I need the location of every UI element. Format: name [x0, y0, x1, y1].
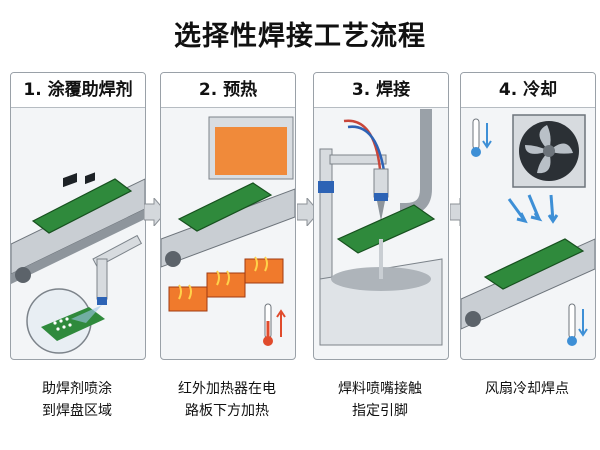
thermometer-icon — [471, 118, 492, 157]
solder-illustration — [318, 109, 443, 346]
step-label: 1. 涂覆助焊剂 — [11, 73, 145, 108]
step-label: 4. 冷却 — [461, 73, 595, 108]
fan-icon — [512, 114, 586, 188]
step-panel-cool: 4. 冷却 — [460, 72, 596, 360]
step-panel-preheat: 2. 预热 — [160, 72, 296, 360]
airflow-arrows — [507, 194, 559, 224]
pcb-board — [336, 204, 436, 254]
step-caption-solder: 焊料喷嘴接触 指定引脚 — [338, 381, 422, 419]
step-label: 2. 预热 — [161, 73, 295, 108]
preheat-illustration — [161, 116, 295, 346]
step-panel-solder: 3. 焊接 — [313, 72, 449, 360]
roller-icon — [15, 267, 31, 283]
thermometer-cool-icon — [567, 303, 588, 346]
solder-nozzle — [373, 168, 389, 198]
step-caption-preheat: 红外加热器在电 路板下方加热 — [178, 381, 276, 419]
thermometer-hot-icon — [263, 303, 286, 346]
step-label: 3. 焊接 — [314, 73, 448, 108]
roller-icon — [165, 251, 181, 267]
step-caption-flux: 助焊剂喷涂 到焊盘区域 — [42, 381, 112, 419]
ir-heater — [168, 256, 284, 312]
diagram-title: 选择性焊接工艺流程 — [174, 21, 426, 52]
step-caption-cool: 风扇冷却焊点 — [485, 381, 569, 397]
cooling-illustration — [461, 114, 595, 346]
oven-glow — [215, 127, 287, 175]
flux-illustration — [11, 172, 145, 354]
step-panel-flux: 1. 涂覆助焊剂 — [10, 72, 146, 360]
pcb-board — [177, 182, 273, 232]
roller-icon — [465, 311, 481, 327]
pcb-board — [31, 178, 133, 234]
pcb-board — [483, 238, 585, 290]
flux-nozzle — [96, 258, 108, 300]
